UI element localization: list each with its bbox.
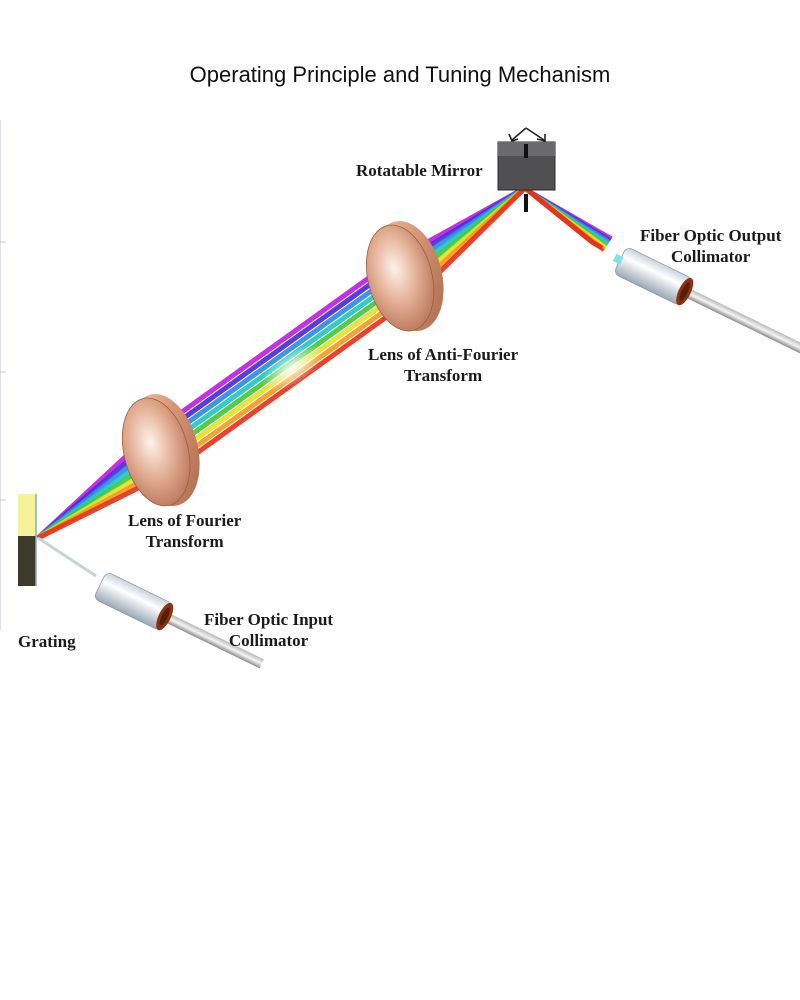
optical-diagram: Rotatable Mirror Fiber Optic Output Coll… bbox=[0, 110, 800, 682]
spectrum-ray bbox=[36, 185, 527, 540]
fourier-lens bbox=[121, 394, 200, 507]
page-title: Operating Principle and Tuning Mechanism bbox=[189, 62, 611, 87]
optical-diagram-svg bbox=[0, 120, 800, 669]
rotatable-mirror bbox=[497, 141, 556, 212]
label-output-collimator: Fiber Optic Output Collimator bbox=[640, 226, 782, 266]
input-collimator bbox=[95, 573, 264, 669]
label-fourier-lens: Lens of Fourier Transform bbox=[128, 511, 242, 551]
label-input-collimator: Fiber Optic Input Collimator bbox=[204, 610, 334, 650]
frame-edge-ticks bbox=[0, 120, 6, 630]
reflected-beam bbox=[523, 186, 613, 252]
fourier-plane-glow bbox=[262, 345, 322, 391]
input-beam bbox=[37, 536, 97, 578]
anti-fourier-lens bbox=[366, 221, 444, 332]
label-grating: Grating bbox=[18, 632, 76, 651]
reflected-red-ray bbox=[523, 186, 604, 251]
spectrum-ray bbox=[36, 185, 527, 540]
output-collimator bbox=[612, 248, 800, 361]
label-anti-fourier-lens: Lens of Anti-Fourier Transform bbox=[368, 345, 519, 385]
spectrum-ray bbox=[36, 185, 527, 540]
grating bbox=[18, 494, 37, 586]
label-rotatable-mirror: Rotatable Mirror bbox=[356, 161, 483, 180]
rotation-arrows-icon bbox=[508, 127, 546, 143]
